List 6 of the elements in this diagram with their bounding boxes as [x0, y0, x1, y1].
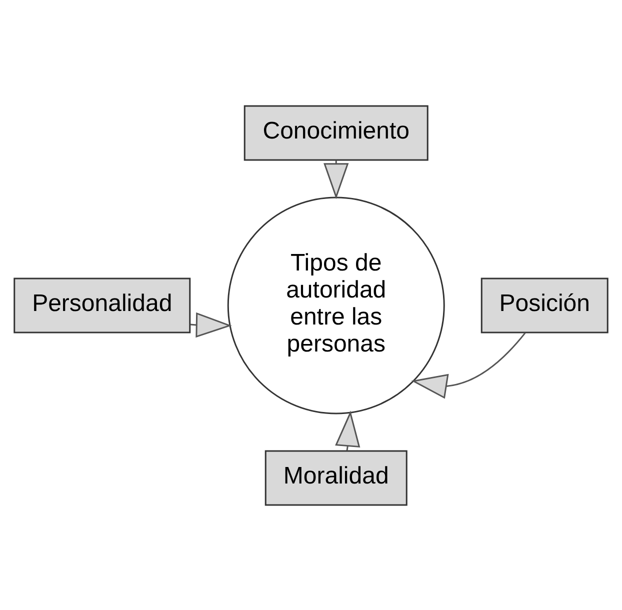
- arrow: [411, 332, 526, 398]
- node-box: Posición: [480, 277, 608, 333]
- node-box: Moralidad: [264, 450, 408, 506]
- node-box: Personalidad: [14, 277, 191, 333]
- node-box: Conocimiento: [244, 104, 428, 160]
- node-circle: Tipos de autoridad entre las personas: [227, 196, 445, 414]
